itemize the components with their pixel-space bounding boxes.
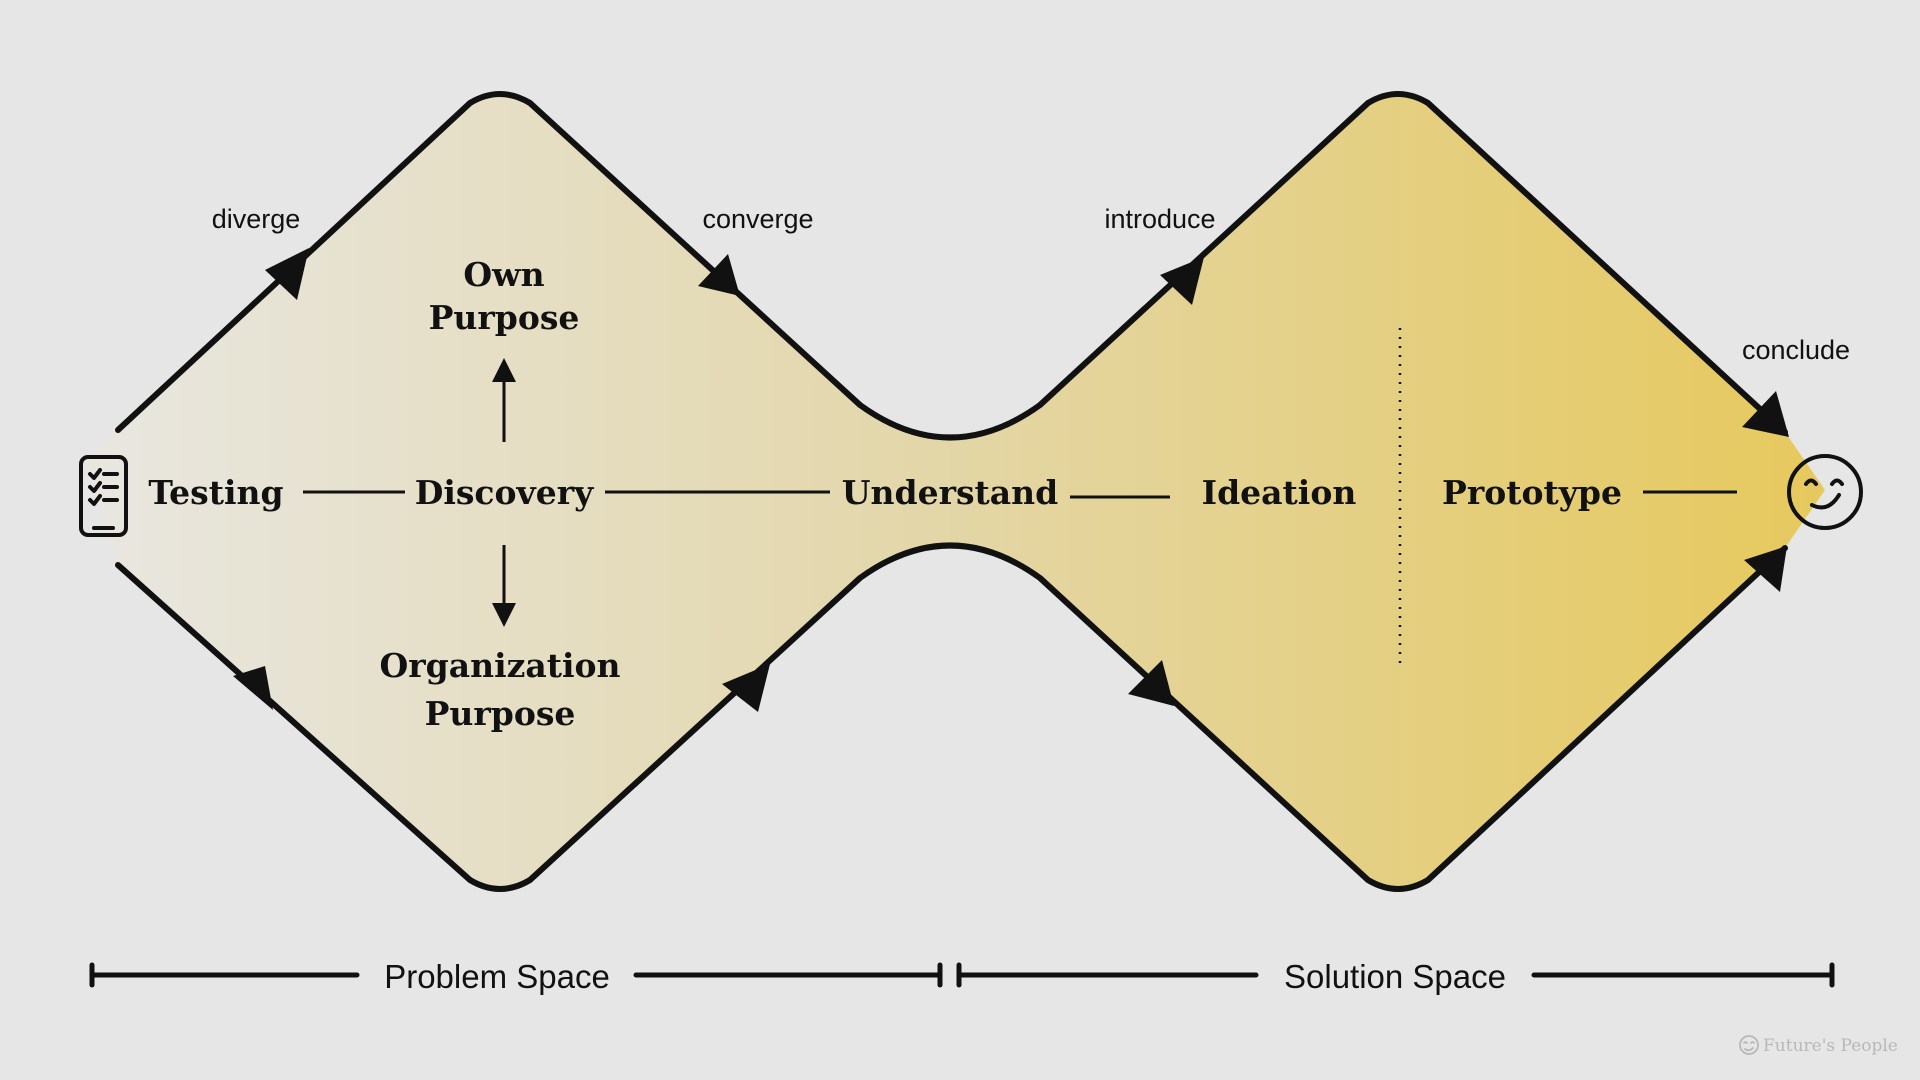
smiling-face-icon [1787, 454, 1863, 530]
own-purpose-label-line-1: Own [463, 255, 544, 294]
conclude-label: conclude [1742, 335, 1850, 365]
smiley-logo-icon [1739, 1035, 1759, 1055]
organization-purpose-label-line-2: Purpose [425, 694, 576, 733]
own-purpose-label-line-2: Purpose [429, 298, 580, 337]
checklist-phone-icon [79, 455, 128, 537]
solution-space-bracket [956, 962, 1835, 988]
solution-space-label: Solution Space [1284, 958, 1506, 995]
double-diamond-fill [85, 94, 1825, 889]
problem-space-bracket [89, 962, 943, 988]
brand-name: Future's People [1763, 1036, 1898, 1056]
discovery-label: Discovery [415, 473, 594, 512]
conclude-arrowhead [1742, 391, 1789, 437]
diverge-label: diverge [212, 204, 301, 234]
outline-arrowheads [233, 248, 1789, 712]
conclude-lower-arrowhead [1744, 546, 1787, 592]
prototype-label: Prototype [1442, 473, 1622, 512]
problem-space-label: Problem Space [384, 958, 610, 995]
understand-label: Understand [842, 473, 1059, 512]
introduce-arrowhead [1160, 257, 1204, 305]
converge-lower-arrowhead [722, 664, 770, 712]
lower-outline [115, 542, 1788, 892]
converge-label: converge [702, 204, 813, 234]
converge-arrowhead [698, 254, 740, 296]
ideation-label: Ideation [1202, 473, 1357, 512]
introduce-label: introduce [1104, 204, 1215, 234]
upper-outline [115, 91, 1788, 441]
diamond-outline [115, 91, 1788, 892]
organization-purpose-label-line-1: Organization [379, 646, 620, 685]
diverge-arrowhead [265, 248, 309, 300]
introduce-lower-arrowhead [1128, 660, 1174, 706]
testing-label: Testing [148, 473, 283, 512]
connector-lines [303, 358, 1737, 627]
diverge-lower-arrowhead [233, 666, 273, 710]
